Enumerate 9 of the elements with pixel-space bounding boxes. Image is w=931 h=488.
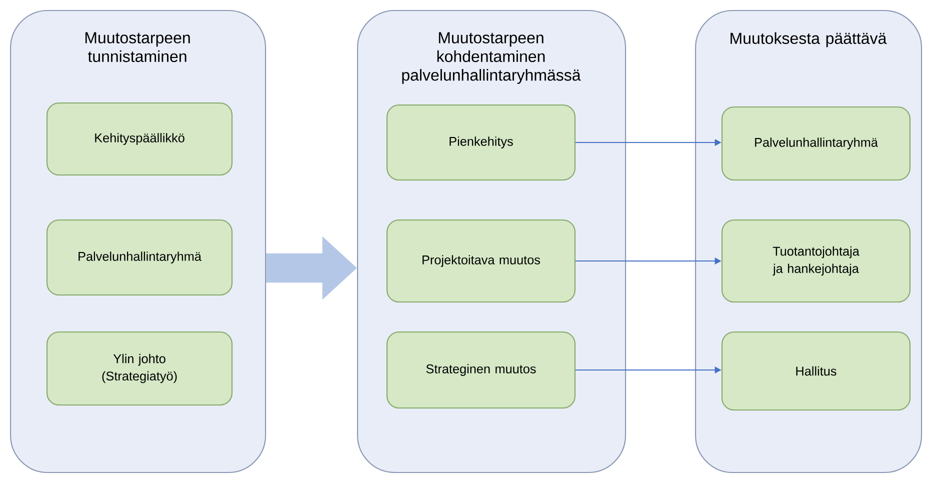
text-box: Pienkehitys — [386, 104, 576, 181]
text-box: Palvelunhallintaryhmä — [46, 219, 233, 296]
text-box: Kehityspäällikkö — [46, 102, 233, 176]
text-box: Hallitus — [721, 331, 911, 411]
text-box: Palvelunhallintaryhmä — [721, 106, 911, 181]
text-box: Projektoitava muutos — [386, 219, 576, 303]
text-box: Ylin johto (Strategiatyö) — [46, 331, 233, 406]
text-box: Strateginen muutos — [386, 331, 576, 409]
text-box: Tuotantojohtaja ja hankejohtaja — [721, 219, 911, 303]
